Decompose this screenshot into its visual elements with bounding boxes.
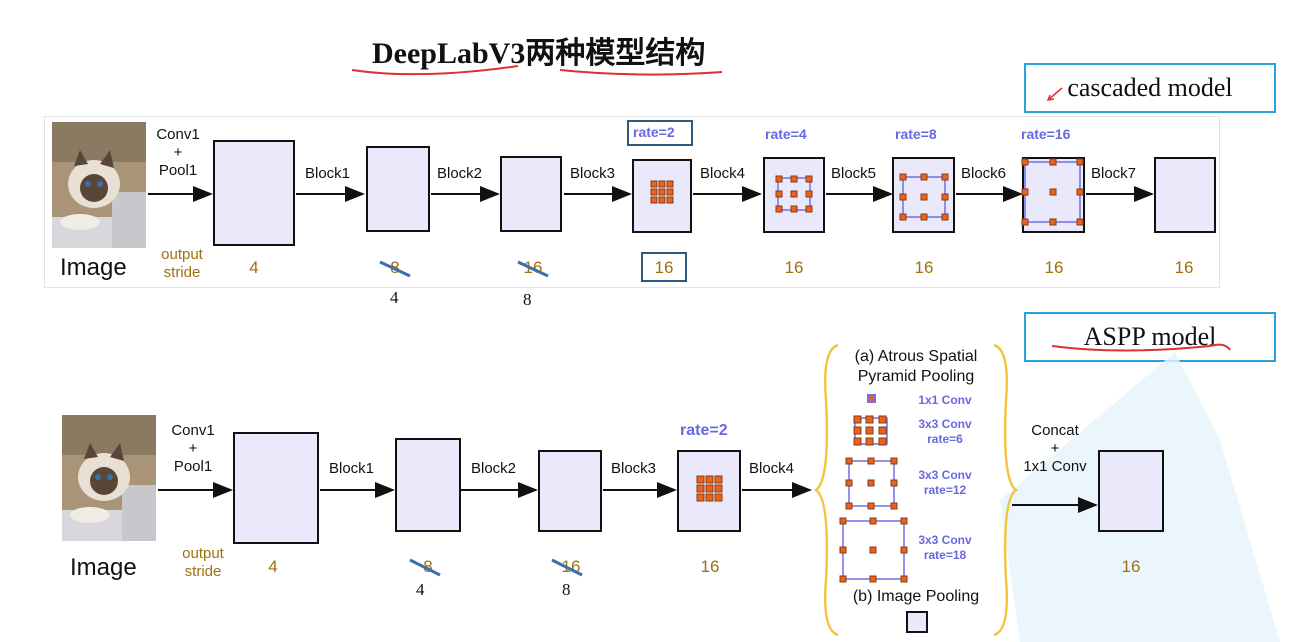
feature-map [1098, 450, 1164, 532]
aspp-rate-2: rate=2 [680, 422, 728, 439]
stride-highlight-box [641, 252, 687, 282]
stride-text: stride [184, 563, 222, 580]
aspp-conv-pool-label: Conv1 + Pool1 [161, 422, 225, 476]
cascaded-stride-value: 16 [1044, 258, 1064, 277]
conv-text: 1x1 Conv [1023, 458, 1087, 475]
branch-rate: rate=6 [927, 432, 963, 446]
branch-3x3-rate18: 3x3 Conv rate=18 [905, 533, 985, 563]
feature-map [632, 159, 692, 233]
feature-map [366, 146, 430, 232]
kernel-1x1-icon [867, 394, 876, 403]
aspp-title-line: Pyramid Pooling [857, 368, 975, 385]
cascaded-rate-4: rate=4 [765, 126, 807, 142]
feature-map [213, 140, 295, 246]
aspp-image-label: Image [70, 554, 137, 581]
concat-text: Concat [1031, 422, 1079, 439]
cascaded-block1-label: Block1 [305, 165, 351, 182]
cascaded-stride-value: 4 [249, 258, 259, 277]
feature-map [395, 438, 461, 532]
output-text: output [161, 246, 203, 263]
feature-map [1154, 157, 1216, 233]
cascaded-rate-2: rate=2 [633, 124, 675, 140]
cat-image [52, 122, 146, 248]
aspp-stride-value: 16 [1121, 557, 1141, 576]
branch-3x3-rate12: 3x3 Conv rate=12 [905, 468, 985, 498]
feature-map [233, 432, 319, 544]
cascaded-model-tag: cascaded model [1024, 63, 1276, 113]
cascaded-rate-8: rate=8 [895, 126, 937, 142]
aspp-model-tag: ASPP model [1024, 312, 1276, 362]
aspp-block2-label: Block2 [471, 460, 517, 477]
feature-map [500, 156, 562, 232]
cascaded-block2-label: Block2 [437, 165, 483, 182]
image-pooling-label: (b) Image Pooling [852, 588, 980, 605]
cascaded-stride-value: 16 [784, 258, 804, 277]
plus-text: + [173, 144, 183, 161]
cascaded-block7-label: Block7 [1091, 165, 1137, 182]
aspp-output-stride-label: output stride [172, 545, 234, 581]
conv1-text: Conv1 [156, 126, 200, 143]
aspp-stride-value: 8 [423, 557, 433, 576]
cascaded-block3-label: Block3 [570, 165, 616, 182]
aspp-model-tag-text: ASPP model [1083, 322, 1217, 351]
branch-label: 3x3 Conv [918, 533, 972, 547]
cascaded-block6-label: Block6 [961, 165, 1007, 182]
aspp-block1-label: Block1 [329, 460, 375, 477]
cascaded-conv-pool-label: Conv1 + Pool1 [146, 126, 210, 180]
cascaded-model-tag-text: cascaded model [1067, 73, 1233, 102]
cascaded-correction: 4 [390, 288, 399, 307]
rate2-highlight-box [627, 120, 693, 146]
aspp-stride-value: 4 [268, 557, 278, 576]
branch-3x3-rate6: 3x3 Conv rate=6 [905, 417, 985, 447]
branch-1x1-conv: 1x1 Conv [918, 393, 972, 407]
cascaded-block5-label: Block5 [831, 165, 877, 182]
aspp-panel-title: (a) Atrous Spatial Pyramid Pooling [838, 347, 994, 387]
page-title: DeepLabV3两种模型结构 [372, 37, 706, 70]
aspp-stride-value: 16 [700, 557, 720, 576]
branch-label: 3x3 Conv [918, 417, 972, 431]
branch-rate: rate=18 [923, 548, 967, 562]
cat-photo-icon [52, 122, 146, 248]
branch-rate: rate=12 [923, 483, 967, 497]
branch-label: 3x3 Conv [918, 468, 972, 482]
pool1-text: Pool1 [173, 458, 213, 475]
aspp-title-line: (a) Atrous Spatial [854, 348, 978, 365]
cascaded-output-stride-label: output stride [152, 246, 212, 282]
pool1-text: Pool1 [158, 162, 198, 179]
cascaded-stride-value: 16 [914, 258, 934, 277]
cascaded-stride-value: 16 [1174, 258, 1194, 277]
output-text: output [182, 545, 224, 562]
cascaded-rate-16: rate=16 [1021, 126, 1071, 142]
plus-text: + [1050, 440, 1060, 457]
cascaded-block4-label: Block4 [700, 165, 746, 182]
plus-text: + [188, 440, 198, 457]
feature-map [538, 450, 602, 532]
conv1-text: Conv1 [171, 422, 215, 439]
cat-image [62, 415, 156, 541]
cascaded-image-label: Image [60, 254, 127, 281]
aspp-correction: 4 [416, 580, 425, 599]
concat-label: Concat + 1x1 Conv [1012, 422, 1098, 476]
aspp-correction: 8 [562, 580, 571, 599]
aspp-block3-label: Block3 [611, 460, 657, 477]
cat-photo-icon [62, 415, 156, 541]
cascaded-correction: 8 [523, 290, 532, 309]
cascaded-stride-value: 16 [654, 258, 674, 277]
aspp-block4-label: Block4 [749, 460, 795, 477]
stride-text: stride [163, 264, 201, 281]
